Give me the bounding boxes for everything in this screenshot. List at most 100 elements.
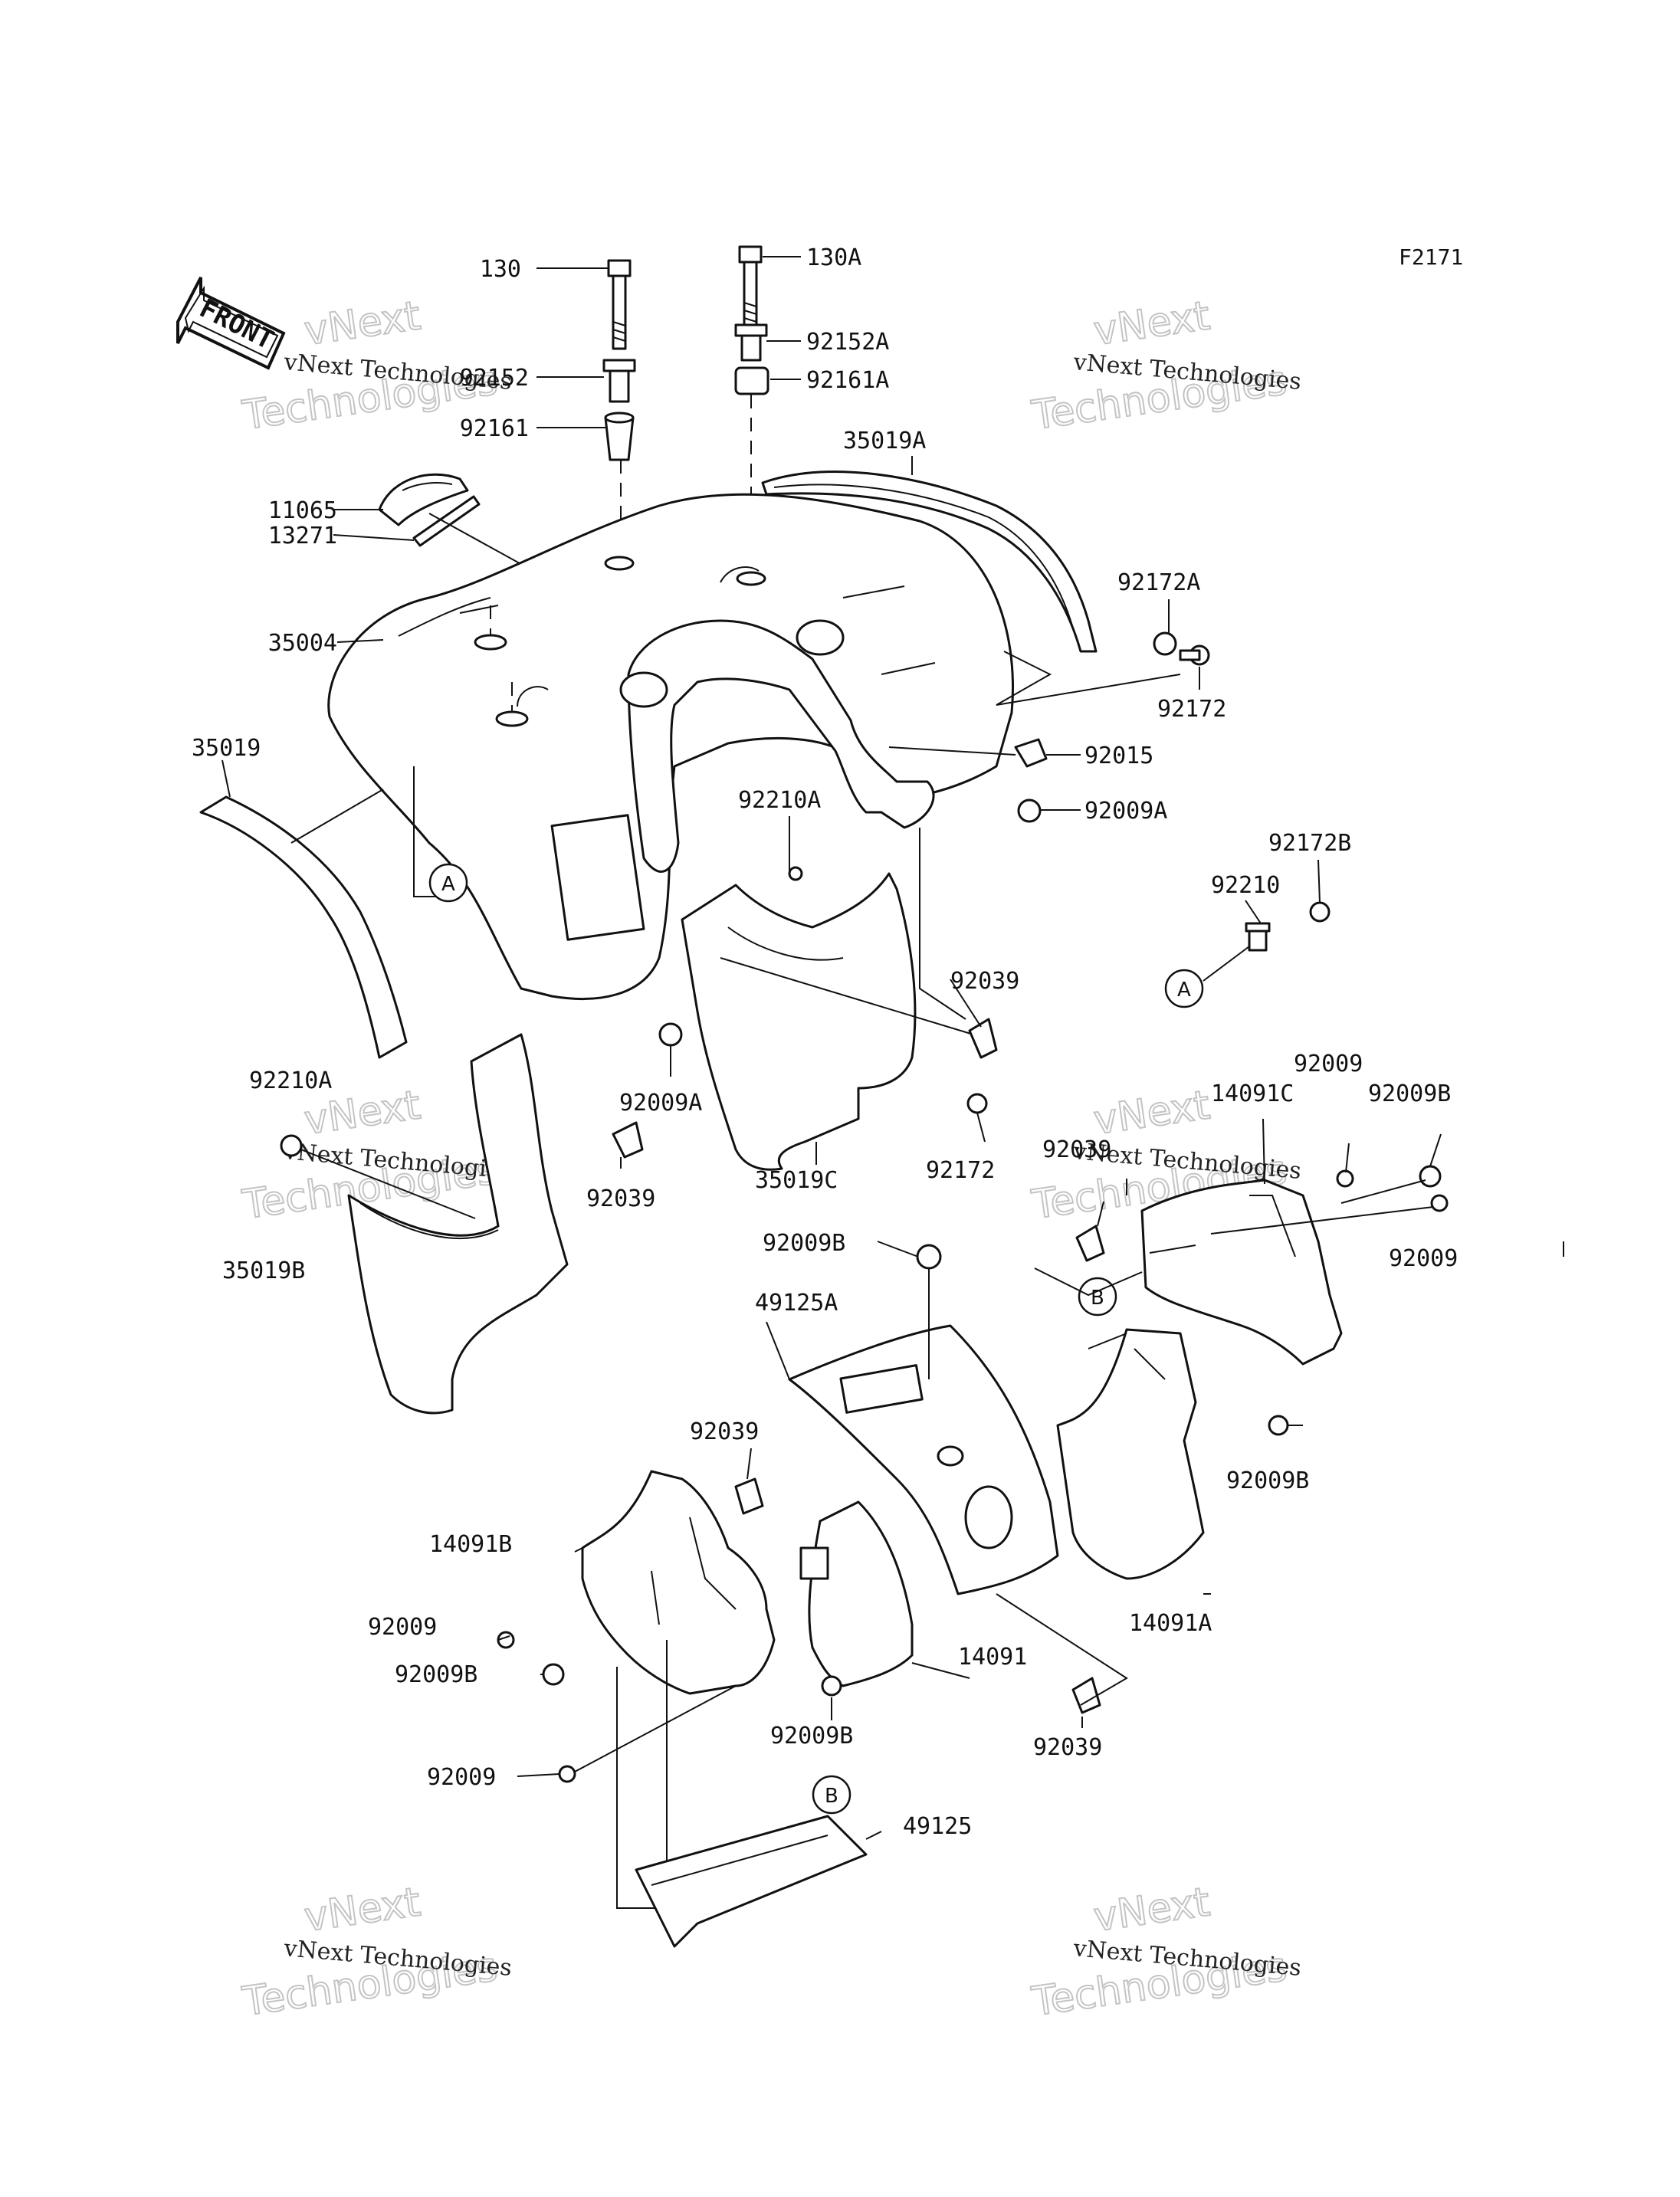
part-label: 92009B — [1368, 1080, 1451, 1107]
part-label: 14091A — [1129, 1610, 1212, 1637]
bolt-92009a-icon — [1017, 798, 1042, 823]
leader-line — [1210, 1179, 1434, 1235]
watermark-vnext: vNext — [1091, 293, 1212, 355]
bolt-130-icon — [607, 259, 632, 350]
clip-92039-bottom-icon — [1071, 1677, 1101, 1714]
ref-mark-b-text: B — [825, 1785, 838, 1808]
part-label: 14091 — [958, 1644, 1027, 1671]
bolt-130a-icon — [738, 245, 763, 333]
nut-92210a-icon — [280, 1134, 303, 1157]
part-label: 92039 — [1033, 1734, 1102, 1761]
nut-92172b-icon — [1309, 901, 1331, 923]
watermark-bottom-right: vNext Technologies vNext Technologies — [1028, 1878, 1302, 2026]
part-label: 92039 — [586, 1185, 655, 1212]
watermark-mid-left: vNext Technologies vNext Technologies — [238, 1081, 513, 1229]
part-label: 92009B — [770, 1723, 853, 1749]
bolt-92009b-bottom-icon — [821, 1675, 842, 1697]
part-label: 92161A — [806, 367, 889, 394]
ref-mark-b-text: B — [1091, 1287, 1104, 1310]
part-label: 92009 — [1294, 1051, 1363, 1077]
leader-line — [720, 828, 974, 1035]
strip-13271-icon — [412, 495, 481, 547]
part-label: 92039 — [690, 1418, 759, 1445]
part-label: 92172 — [926, 1157, 995, 1184]
watermark-vnext: vNext — [301, 293, 423, 355]
part-label: 35019B — [222, 1258, 305, 1284]
part-label: 92015 — [1084, 743, 1153, 769]
part-label: 49125A — [755, 1290, 838, 1317]
part-label: 35019C — [755, 1167, 838, 1194]
part-label: 92009 — [1389, 1245, 1458, 1272]
bolt-92009a-lower-icon — [658, 1022, 683, 1047]
bolt-92009-right-icon — [1336, 1165, 1449, 1212]
leader-line — [1203, 946, 1250, 982]
front-arrow-icon: FRONT — [176, 277, 286, 370]
flap-35019-icon — [199, 795, 408, 1059]
part-label: 11065 — [268, 497, 337, 524]
clip-92039-right-icon — [1075, 1225, 1105, 1262]
damper-92161-icon — [604, 412, 635, 461]
part-label: 130A — [806, 244, 861, 271]
leader-line — [1034, 1267, 1143, 1297]
part-label: 14091C — [1211, 1080, 1294, 1107]
flap-35019a-icon — [761, 471, 1181, 706]
part-label: 13271 — [268, 523, 337, 549]
part-label: 92039 — [1042, 1136, 1111, 1163]
bracket-11065-icon — [378, 473, 469, 526]
part-label: 92009 — [368, 1614, 437, 1641]
part-label: 92009A — [619, 1090, 702, 1117]
bolt-92009b-left-icon — [542, 1663, 565, 1686]
nut-92172a-icon — [1153, 631, 1177, 656]
plate-49125a-icon — [788, 1324, 1059, 1595]
leader-line — [888, 746, 1016, 756]
part-label: 92172A — [1117, 569, 1200, 596]
watermark-bottom-left: vNext Technologies vNext Technologies — [238, 1878, 513, 2026]
watermark-vnext: vNext — [301, 1879, 423, 1941]
part-label: 14091B — [429, 1531, 512, 1558]
bolt-92009b-center-icon — [916, 1244, 942, 1270]
flap-35019b-icon — [347, 1033, 569, 1415]
plate-49125-icon — [635, 1815, 868, 1948]
part-label: 92210A — [738, 787, 821, 814]
watermark-vnext: vNext — [1091, 1879, 1212, 1941]
ref-mark-a-text: A — [441, 873, 455, 896]
damper-92161a-icon — [734, 366, 769, 395]
bolt-92172-icon — [1179, 644, 1210, 666]
part-label: 35019A — [843, 428, 926, 454]
diagram-code: F2171 — [1399, 244, 1463, 270]
part-label: 92161 — [460, 415, 529, 442]
part-label: 92039 — [950, 968, 1019, 995]
leader-line — [996, 1593, 1128, 1706]
cover-14091c-icon — [1140, 1179, 1343, 1366]
cover-14091b-icon — [581, 1470, 776, 1695]
part-label: 92009B — [1226, 1467, 1309, 1494]
clip-92015-icon — [1014, 738, 1048, 768]
cover-14091-icon — [799, 1500, 914, 1687]
inner-cover-icon — [619, 619, 935, 873]
part-label: 130 — [480, 256, 521, 283]
ref-mark-a-left — [428, 863, 468, 903]
bolt-92009b-right-icon — [1268, 1415, 1289, 1436]
part-label: 49125 — [903, 1813, 972, 1840]
ref-mark-b-bottom — [812, 1775, 851, 1815]
collar-92152-icon — [602, 359, 636, 403]
clip-92039-center-icon — [734, 1477, 764, 1515]
ref-mark-a-right — [1164, 969, 1204, 1008]
part-label: 92009 — [427, 1764, 496, 1791]
part-label: 92009A — [1084, 798, 1167, 825]
leader-line — [290, 1145, 476, 1219]
part-label: 92210A — [249, 1067, 332, 1094]
part-labels — [221, 256, 1564, 1840]
part-label: 92009B — [763, 1230, 845, 1257]
part-label: 35004 — [268, 630, 337, 657]
part-label: 35019 — [192, 735, 261, 762]
part-label: 92152 — [460, 365, 529, 392]
bolt-92009-lower-icon — [558, 1765, 576, 1783]
collar-92152a-icon — [734, 323, 768, 362]
flap-35019c-icon — [681, 866, 917, 1171]
screw-92210-icon — [1245, 922, 1271, 952]
clip-92039-icon — [968, 1018, 998, 1059]
watermark-top-right: vNext Technologies vNext Technologies — [1028, 292, 1302, 440]
part-label: 92152A — [806, 329, 889, 356]
